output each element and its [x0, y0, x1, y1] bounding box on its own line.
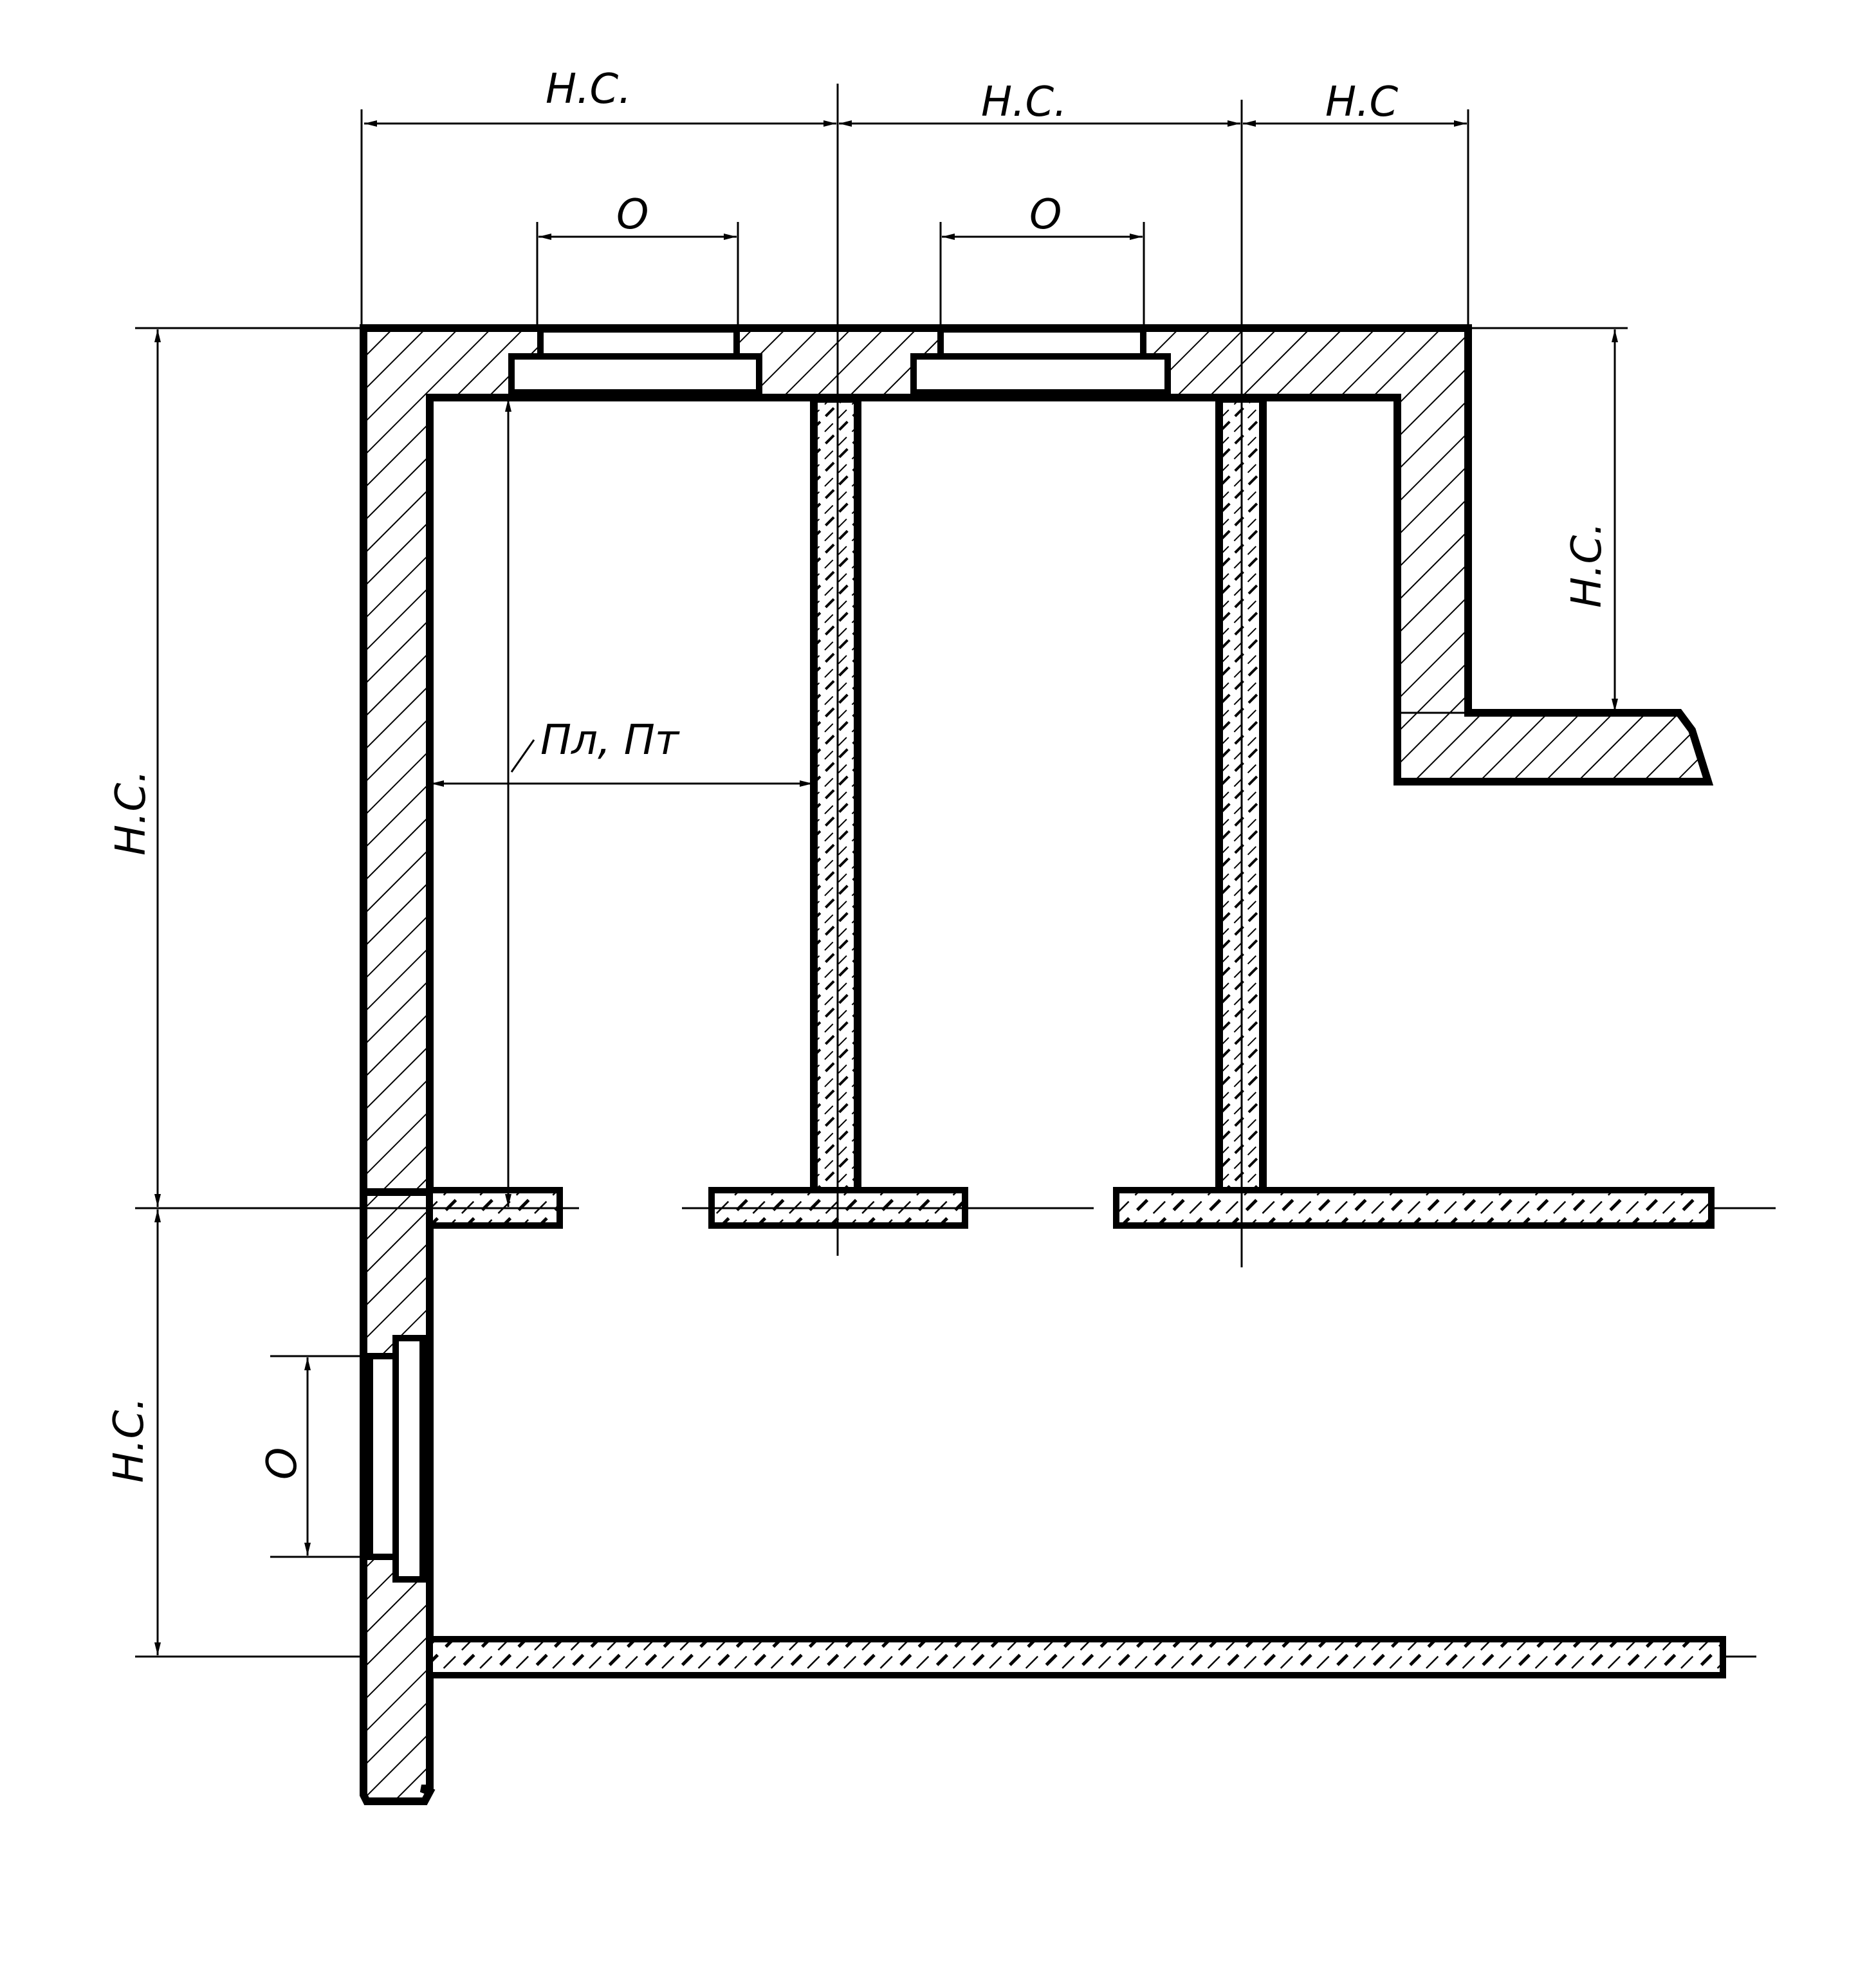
left-dim-label-lower: H.C. [106, 1397, 153, 1484]
left-dim-label-upper: H.C. [107, 770, 155, 856]
top-dim-label-1: H.C. [546, 66, 632, 113]
dimension-lines [154, 120, 1618, 1655]
opening-dim-label-2: O [1029, 191, 1062, 239]
left-opening-dim-label: O [259, 1447, 306, 1480]
axis-lines [135, 84, 1776, 1658]
opening-dim-label-1: O [616, 191, 648, 239]
top-dim-label-2: H.C. [981, 78, 1067, 126]
top-dim-label-3: H.C [1325, 78, 1398, 126]
partition-1 [810, 395, 861, 1195]
window-opening-1 [508, 326, 762, 396]
window-opening-2 [910, 326, 1171, 396]
bottom-slab [427, 1636, 1726, 1678]
interior-dim-label: Пл, Пт [540, 717, 680, 764]
footing-right [1113, 1187, 1715, 1229]
right-dim-label: H.C. [1563, 522, 1611, 609]
window-opening-left [367, 1335, 426, 1583]
dimension-labels: H.C. H.C. H.C O O H.C. H.C. H.C. O Пл, П… [106, 66, 1611, 1483]
